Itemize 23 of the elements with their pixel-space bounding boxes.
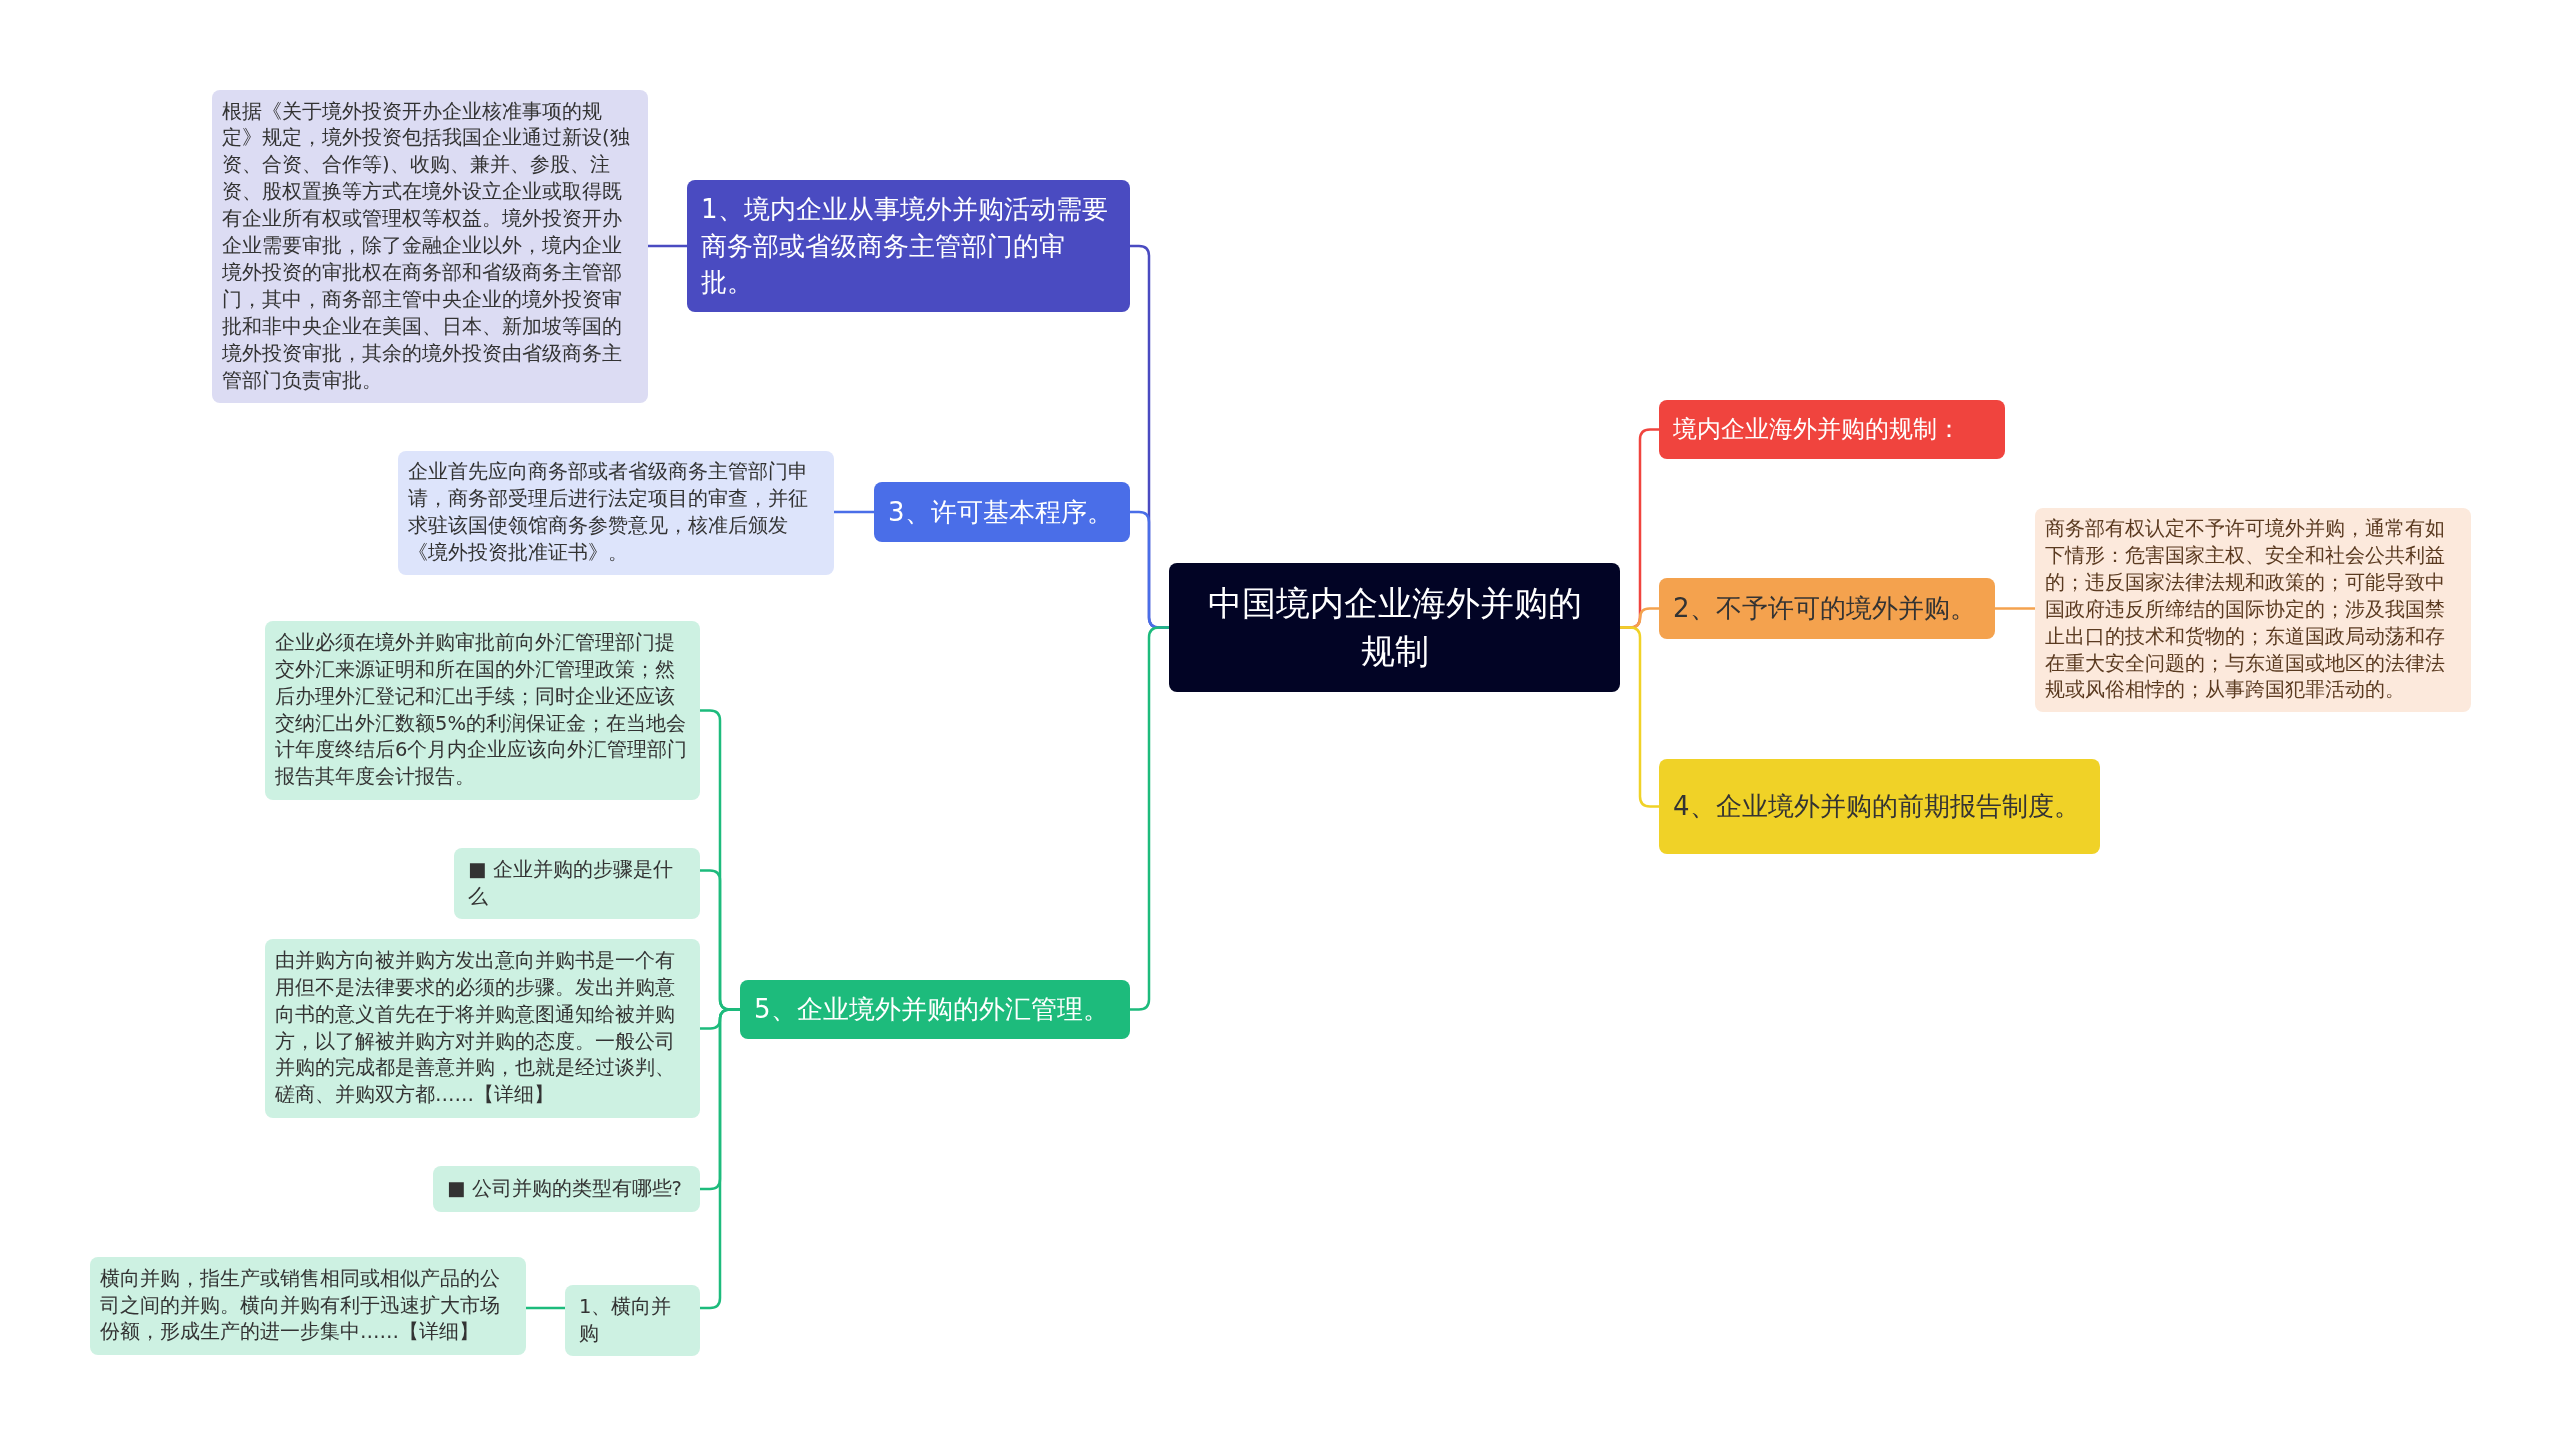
- topic-box: 境内企业海外并购的规制：: [1659, 400, 2005, 459]
- subtopic-box: ■ 企业并购的步骤是什么: [454, 848, 700, 919]
- note-box: 根据《关于境外投资开办企业核准事项的规定》规定，境外投资包括我国企业通过新设(独资、合资、合作等)、收购、兼并、参股、注资、股权置换等方式在境外设立企业或取得既有企业所有权或管理权等权益。境外投资开办企业需要审批，除了金融企业以外，境内企业境外投资的审批权在商务部和省级商务主管部门，其中，商务部主管中央企业的境外投资审批和非中央企业在美国、日本、新加坡等国的境外投资审批，其余的境外投资由省级商务主管部门负责审批。: [212, 90, 648, 403]
- topic-box: 4、企业境外并购的前期报告制度。: [1659, 759, 2100, 854]
- note-box: 横向并购，指生产或销售相同或相似产品的公司之间的并购。横向并购有利于迅速扩大市场份额，形成生产的进一步集中……【详细】: [90, 1257, 526, 1355]
- connector-line: [700, 1008, 740, 1310]
- connector-line: [526, 1306, 565, 1310]
- topic-box: 3、许可基本程序。: [874, 482, 1130, 542]
- connector-line: [834, 510, 874, 514]
- central-topic-box: 中国境内企业海外并购的规制: [1169, 563, 1620, 692]
- note-box: 商务部有权认定不予许可境外并购，通常有如下情形：危害国家主权、安全和社会公共利益的；违反国家法律法规和政策的；可能导致中国政府违反所缔结的国际协定的；涉及我国禁止出口的技术和货物的；东道国政局动荡和存在重大安全问题的；与东道国或地区的法律法规或风俗相悖的；从事跨国犯罪活动的。: [2035, 508, 2471, 713]
- note-box: 企业首先应向商务部或者省级商务主管部门申请，商务部受理后进行法定项目的审查，并征求驻该国使领馆商务参赞意见，核准后颁发《境外投资批准证书》。: [398, 451, 834, 575]
- subtopic-box: 1、横向并购: [565, 1285, 700, 1356]
- topic-box: 2、不予许可的境外并购。: [1659, 578, 1995, 639]
- connector-line: [1620, 626, 1659, 808]
- note-box: 企业必须在境外并购审批前向外汇管理部门提交外汇来源证明和所在国的外汇管理政策；然后办理外汇登记和汇出手续；同时企业还应该交纳汇出外汇数额5%的利润保证金；在当地会计年度终结后6个月内企业应该向外汇管理部门报告其年度会计报告。: [265, 621, 700, 800]
- topic-box: 5、企业境外并购的外汇管理。: [740, 980, 1130, 1039]
- note-box: 由并购方向被并购方发出意向并购书是一个有用但不是法律要求的必须的步骤。发出并购意向书的意义首先在于将并购意图通知给被并购方，以了解被并购方对并购的态度。一般公司并购的完成都是善意并购，也就是经过谈判、磋商、并购双方都……【详细】: [265, 939, 700, 1118]
- connector-line: [648, 244, 687, 248]
- subtopic-box: ■ 公司并购的类型有哪些?: [433, 1166, 700, 1212]
- connector-line: [1130, 626, 1169, 1011]
- connector-line: [1995, 607, 2035, 610]
- topic-box: 1、境内企业从事境外并购活动需要商务部或省级商务主管部门的审批。: [687, 180, 1130, 312]
